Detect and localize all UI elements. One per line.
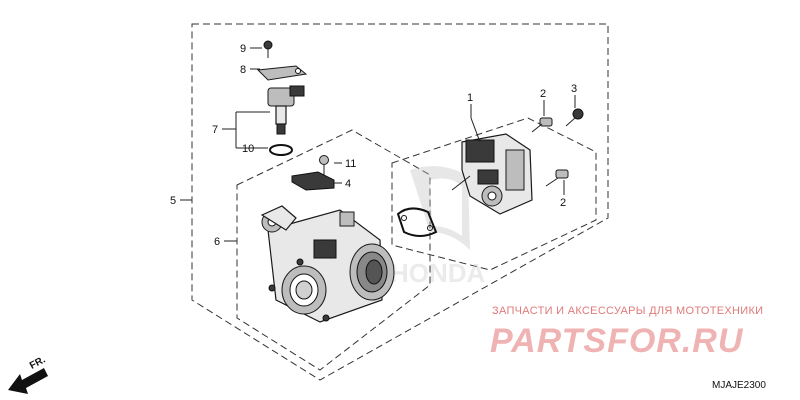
callout-1: 1 — [467, 92, 473, 104]
callout-8: 8 — [240, 64, 246, 76]
callout-3: 3 — [571, 83, 577, 95]
sensor-unit-frame — [391, 117, 597, 271]
callout-7: 7 — [212, 124, 218, 136]
screw-part-9[interactable] — [263, 40, 273, 58]
throttle-body-frame — [236, 129, 431, 371]
front-direction-arrow-icon — [8, 368, 48, 394]
leader-lines — [180, 47, 576, 242]
bolt-part-3[interactable] — [565, 108, 584, 127]
throttle-body-part-6[interactable] — [260, 205, 395, 323]
callout-2-upper: 2 — [540, 88, 546, 100]
sensor-unit-part-1[interactable] — [451, 133, 533, 215]
gasket-plate-part-8[interactable] — [256, 65, 308, 81]
callout-9: 9 — [240, 43, 246, 55]
outer-assembly-frame — [191, 23, 609, 381]
o-ring-part-10[interactable] — [269, 144, 293, 156]
watermark-tagline: ЗАПЧАСТИ И АКСЕССУАРЫ ДЛЯ МОТОТЕХНИКИ — [492, 305, 764, 317]
diagram-code: MJAJE2300 — [712, 380, 766, 391]
callout-10: 10 — [242, 143, 254, 155]
sensor-gasket[interactable] — [396, 207, 438, 237]
intake-air-sensor-part-7[interactable] — [267, 85, 305, 135]
callout-11: 11 — [345, 158, 356, 170]
callout-6: 6 — [214, 236, 220, 248]
callout-2-lower: 2 — [560, 197, 566, 209]
clamp-part-4[interactable] — [291, 171, 335, 191]
honda-text: HONDA — [390, 258, 486, 288]
callout-4: 4 — [345, 178, 351, 190]
screw-part-11[interactable] — [319, 155, 329, 177]
bolt-part-2-lower[interactable] — [545, 169, 569, 187]
callout-5: 5 — [170, 195, 176, 207]
bolt-part-2-upper[interactable] — [531, 117, 553, 133]
watermark-logo: PARTSFOR.RU — [490, 322, 744, 360]
